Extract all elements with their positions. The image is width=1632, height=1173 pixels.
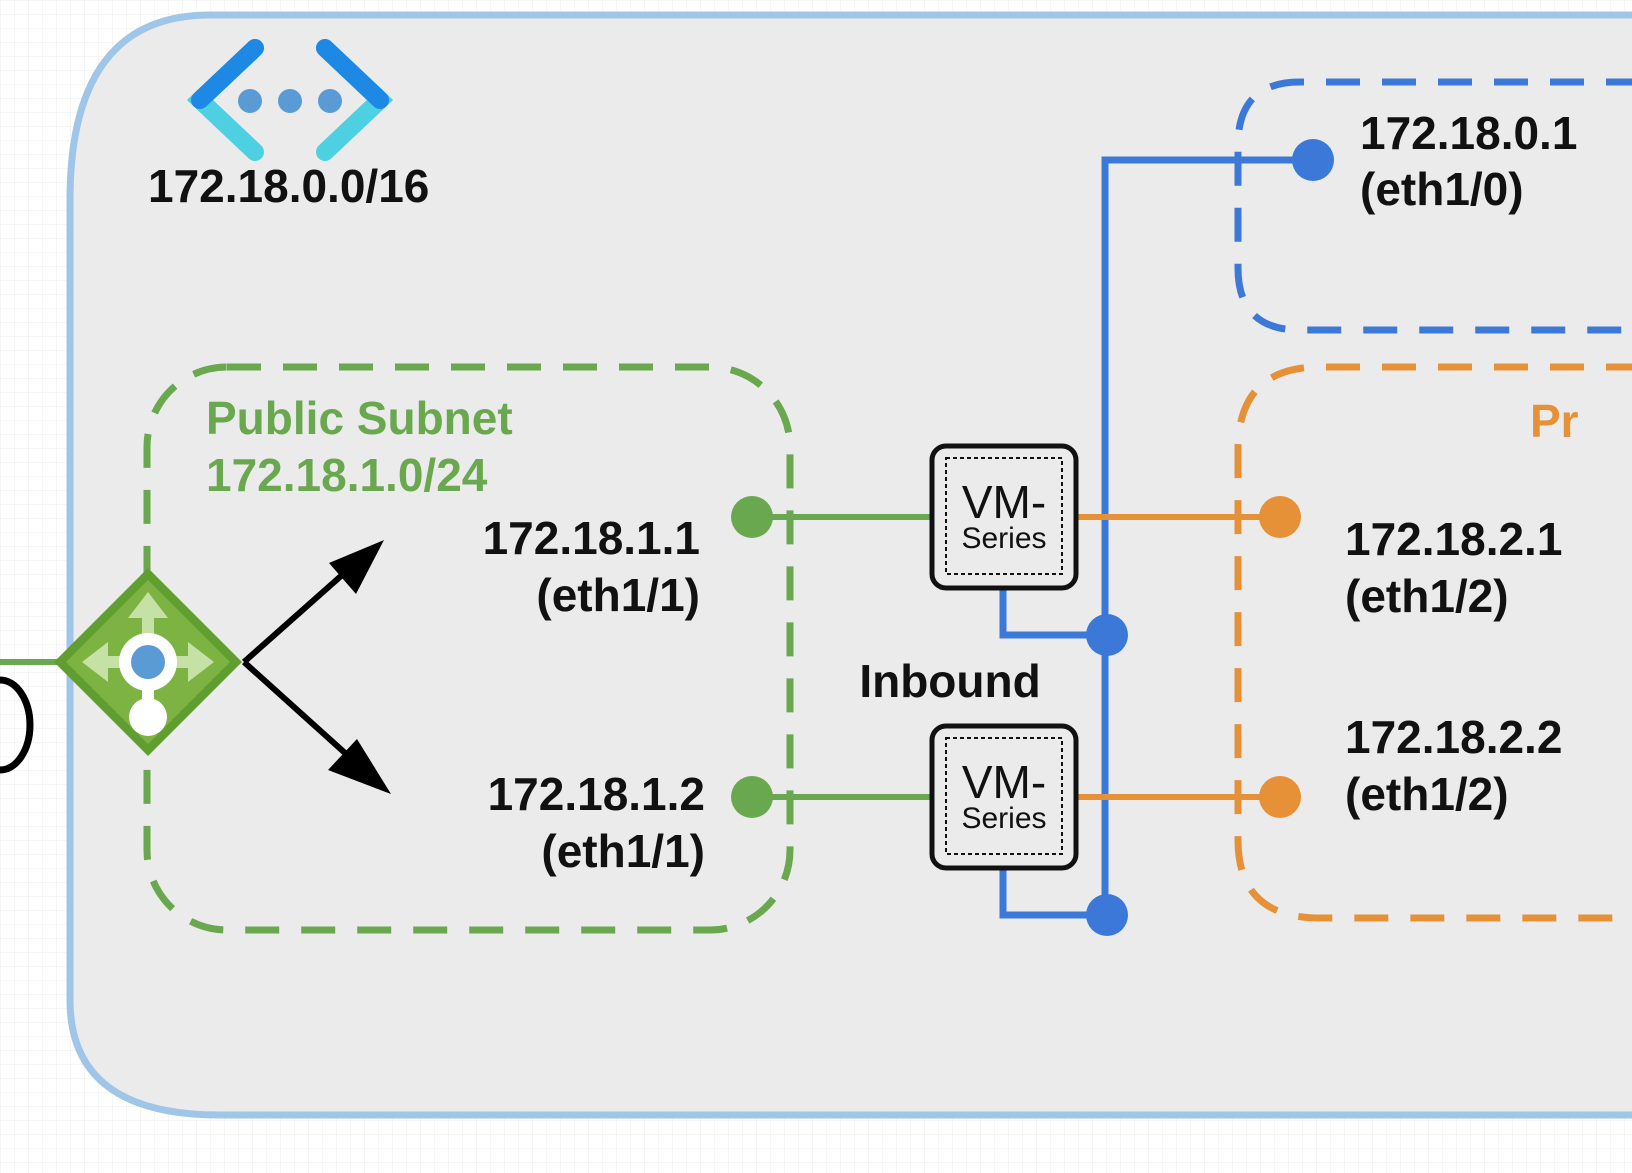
firewall-1-sublabel: Series [961,522,1046,555]
public-endpoint [731,496,773,538]
private-links [1076,496,1301,818]
mgmt-ip-1: 172.18.0.1 [1360,107,1577,159]
private-iface-2: (eth1/2) [1345,768,1509,820]
public-subnet-cidr: 172.18.1.0/24 [206,449,488,501]
firewall-1-label: VM- [962,476,1046,528]
virtual-network-icon [186,39,394,161]
bus-junction [1086,614,1128,656]
public-iface-1: (eth1/1) [536,569,700,621]
management-subnet-boundary [1234,78,1632,334]
mgmt-iface-1: (eth1/0) [1360,163,1524,215]
public-links [0,496,932,818]
private-endpoint [1259,496,1301,538]
private-ip-2: 172.18.2.2 [1345,711,1562,763]
mgmt-endpoint [1292,139,1334,181]
private-ip-1: 172.18.2.1 [1345,513,1562,565]
bus-junction [1086,894,1128,936]
public-ip-2: 172.18.1.2 [488,768,705,820]
private-subnet-title: Pr [1530,395,1579,447]
vm-series-firewall-icon: VM- Series [929,443,1079,591]
public-subnet-title: Public Subnet [206,392,513,444]
private-endpoint [1259,776,1301,818]
traffic-arrows [241,540,391,794]
public-endpoint [731,776,773,818]
external-node-edge [0,676,34,774]
traffic-direction-label: Inbound [859,655,1040,707]
vm-series-firewall-icon: VM- Series [929,723,1079,871]
vnet-cidr: 172.18.0.0/16 [148,160,429,212]
public-ip-1: 172.18.1.1 [483,512,700,564]
private-iface-1: (eth1/2) [1345,570,1509,622]
firewall-2-sublabel: Series [961,802,1046,835]
public-subnet-boundary [143,363,794,934]
management-bus [999,139,1334,936]
public-iface-2: (eth1/1) [541,825,705,877]
firewall-2-label: VM- [962,756,1046,808]
load-balancer-icon [54,568,242,756]
private-subnet-boundary [1234,363,1632,922]
